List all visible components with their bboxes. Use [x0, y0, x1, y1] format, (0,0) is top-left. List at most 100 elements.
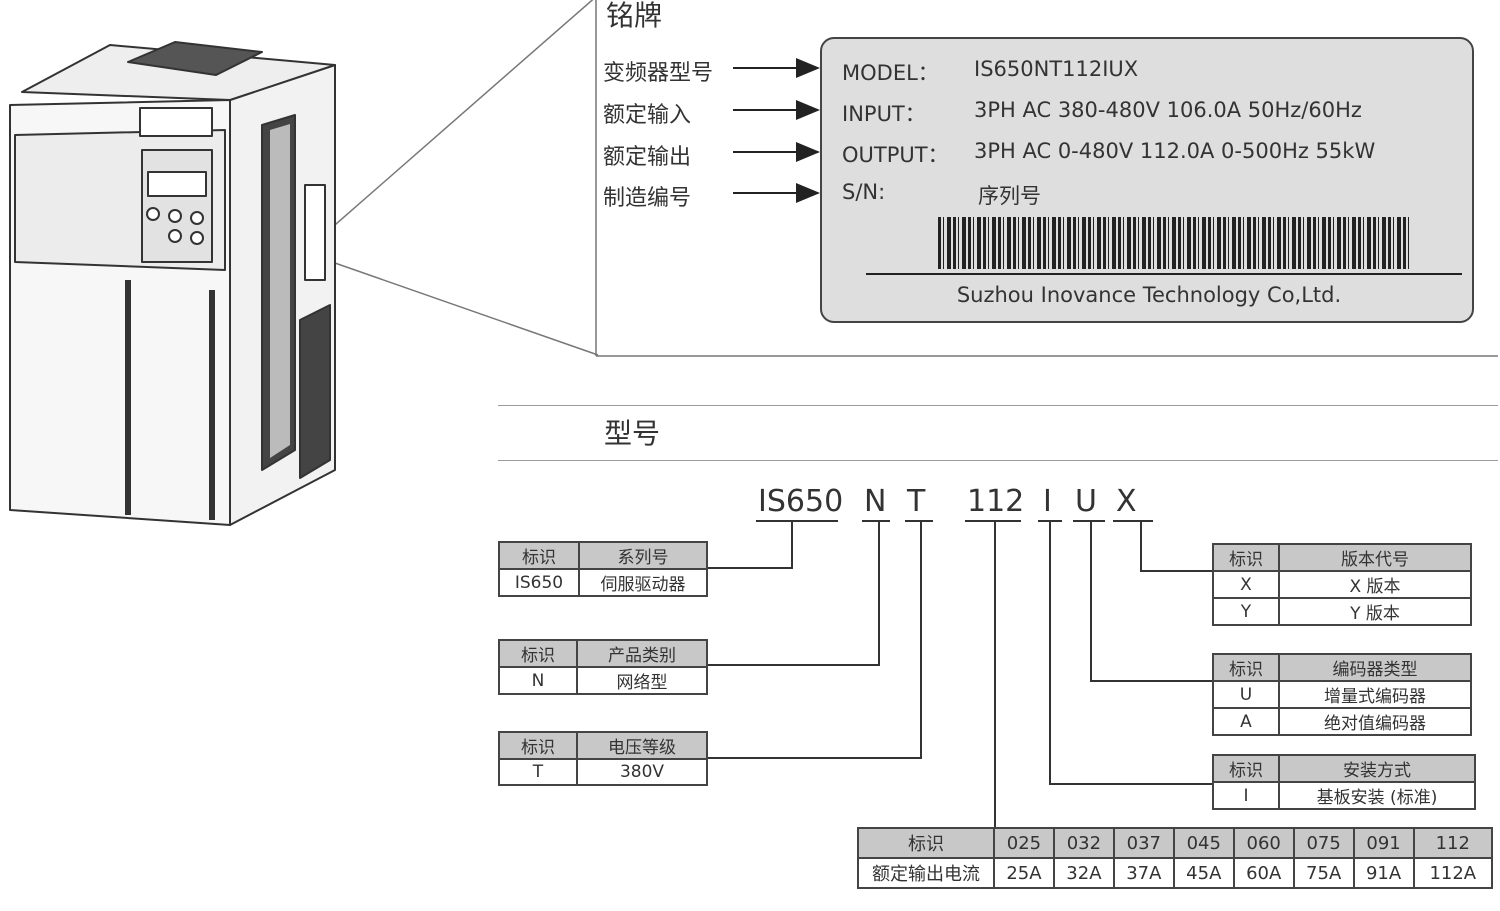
table-header-row: 标识 系列号 [498, 541, 708, 570]
header-cell: 产品类别 [576, 639, 708, 668]
table-cell: Y 版本 [1278, 597, 1472, 626]
table-row: A 绝对值编码器 [1212, 707, 1472, 736]
table-header-row: 标识 版本代号 [1212, 543, 1472, 572]
header-cell: 标识 [1212, 754, 1280, 783]
table-cell: 基板安装 (标准) [1278, 781, 1476, 810]
value-cell: 32A [1052, 857, 1115, 889]
callout-model-label: 变频器型号 [603, 61, 714, 86]
value-cell: 37A [1112, 857, 1175, 889]
section-rule-bottom [498, 460, 1498, 461]
value-cell: 60A [1232, 857, 1295, 889]
value-cell: 112A [1412, 857, 1494, 889]
code-cell: 037 [1112, 827, 1175, 859]
table-row: I 基板安装 (标准) [1212, 781, 1476, 810]
table-row: U 增量式编码器 [1212, 680, 1472, 709]
code-cell: 060 [1232, 827, 1295, 859]
code-series: IS650 [758, 484, 844, 519]
header-cell: 安装方式 [1278, 754, 1476, 783]
code-cell: 112 [1412, 827, 1494, 859]
nameplate-callout-arrows [733, 58, 820, 203]
code-version: X [1116, 484, 1137, 519]
mounting-table: 标识 安装方式 I 基板安装 (标准) [1212, 754, 1476, 810]
value-cell: 75A [1292, 857, 1355, 889]
table-header-row: 标识 025 032 037 045 060 075 091 112 [857, 827, 1494, 859]
code-version-underline [1113, 520, 1153, 522]
barcode [938, 217, 1412, 269]
row-label-cell: 额定输出电流 [857, 857, 995, 889]
code-series-underline [756, 520, 838, 522]
model-key: MODEL： [842, 61, 939, 85]
header-cell: 系列号 [578, 541, 708, 570]
section-rule-top [498, 405, 1498, 406]
model-value: IS650NT112IUX [974, 57, 1139, 81]
code-current-underline [965, 520, 1021, 522]
table-cell: 伺服驱动器 [578, 568, 708, 597]
input-key: INPUT： [842, 102, 926, 126]
series-table: 标识 系列号 IS650 伺服驱动器 [498, 541, 708, 597]
header-cell: 标识 [1212, 653, 1280, 682]
nameplate-title: 铭牌 [606, 0, 663, 32]
header-cell: 标识 [857, 827, 995, 859]
table-header-row: 标识 安装方式 [1212, 754, 1476, 783]
table-cell: X [1212, 570, 1280, 599]
output-value: 3PH AC 0-480V 112.0A 0-500Hz 55kW [974, 139, 1376, 163]
code-cell: 032 [1052, 827, 1115, 859]
table-cell: 绝对值编码器 [1278, 707, 1472, 736]
code-category-underline [862, 520, 890, 522]
model-title: 型号 [604, 417, 661, 450]
table-header-row: 标识 编码器类型 [1212, 653, 1472, 682]
code-voltage: T [907, 484, 926, 519]
code-current: 112 [967, 484, 1025, 519]
table-cell: X 版本 [1278, 570, 1472, 599]
header-cell: 标识 [498, 731, 578, 760]
serial-key: S/N: [842, 180, 886, 204]
value-cell: 25A [993, 857, 1055, 889]
table-cell: U [1212, 680, 1280, 709]
code-cell: 025 [993, 827, 1055, 859]
callout-serial-label: 制造编号 [603, 186, 692, 211]
code-category: N [864, 484, 887, 519]
header-cell: 标识 [1212, 543, 1280, 572]
value-cell: 45A [1172, 857, 1235, 889]
code-voltage-underline [905, 520, 933, 522]
table-cell: IS650 [498, 568, 580, 597]
table-row: T 380V [498, 758, 708, 786]
header-cell: 标识 [498, 639, 578, 668]
input-value: 3PH AC 380-480V 106.0A 50Hz/60Hz [974, 98, 1362, 122]
code-mounting-underline [1038, 520, 1062, 522]
table-cell: 网络型 [576, 666, 708, 695]
current-table: 标识 025 032 037 045 060 075 091 112 额定输出电… [857, 827, 1494, 889]
code-encoder-underline [1073, 520, 1105, 522]
table-row: 额定输出电流 25A 32A 37A 45A 60A 75A 91A 112A [857, 857, 1494, 889]
version-table: 标识 版本代号 X X 版本 Y Y 版本 [1212, 543, 1472, 626]
code-cell: 075 [1292, 827, 1355, 859]
output-key: OUTPUT： [842, 143, 949, 167]
callout-input-label: 额定输入 [603, 103, 692, 128]
company-name: Suzhou Inovance Technology Co,Ltd. [956, 283, 1342, 307]
code-connectors [708, 520, 1212, 828]
header-cell: 版本代号 [1278, 543, 1472, 572]
nameplate-divider [866, 273, 1462, 275]
table-cell: Y [1212, 597, 1280, 626]
code-cell: 091 [1352, 827, 1415, 859]
table-cell: I [1212, 781, 1280, 810]
table-cell: 380V [576, 758, 708, 786]
header-cell: 电压等级 [576, 731, 708, 760]
header-cell: 标识 [498, 541, 580, 570]
table-header-row: 标识 电压等级 [498, 731, 708, 760]
table-row: Y Y 版本 [1212, 597, 1472, 626]
code-cell: 045 [1172, 827, 1235, 859]
callout-output-label: 额定输出 [603, 145, 692, 170]
encoder-table: 标识 编码器类型 U 增量式编码器 A 绝对值编码器 [1212, 653, 1472, 736]
voltage-table: 标识 电压等级 T 380V [498, 731, 708, 786]
table-cell: 增量式编码器 [1278, 680, 1472, 709]
table-cell: A [1212, 707, 1280, 736]
table-cell: T [498, 758, 578, 786]
table-header-row: 标识 产品类别 [498, 639, 708, 668]
code-encoder: U [1075, 484, 1097, 519]
category-table: 标识 产品类别 N 网络型 [498, 639, 708, 695]
header-cell: 编码器类型 [1278, 653, 1472, 682]
table-row: X X 版本 [1212, 570, 1472, 599]
serial-value: 序列号 [978, 184, 1041, 208]
